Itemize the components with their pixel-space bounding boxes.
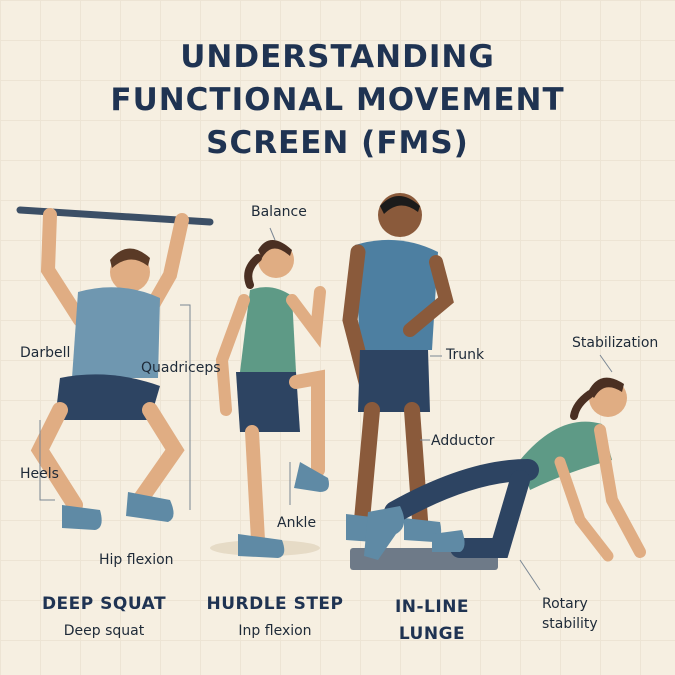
exercise-subtitle-deep-squat: Deep squat (63, 623, 145, 639)
label-balance: Balance (251, 204, 307, 220)
hurdle-step-figure (210, 240, 329, 558)
page-title: UNDERSTANDING FUNCTIONAL MOVEMENT SCREEN… (0, 36, 675, 165)
exercise-name-hurdle-step: HURDLE STEP (206, 594, 344, 614)
exercise-name-in-line-lunge: IN-LINE LUNGE (394, 597, 470, 644)
rotary-stability-figure (364, 377, 646, 562)
leader-lines (39, 227, 613, 591)
label-adductor: Adductor (431, 433, 495, 449)
exercise-name-deep-squat: DEEP SQUAT (41, 594, 167, 614)
exercise-subtitle-hurdle-step: Inp flexion (238, 623, 312, 639)
label-darbell: Darbell (20, 345, 71, 361)
label-hip-flexion: Hip flexion (99, 552, 174, 568)
label-rotary-stability: Rotary stability (542, 596, 598, 632)
title-line-2: FUNCTIONAL MOVEMENT (110, 82, 565, 118)
label-stabilization: Stabilization (572, 335, 659, 351)
title-line-3: SCREEN (FMS) (206, 125, 469, 161)
in-line-lunge-figure (342, 193, 498, 570)
label-heels: Heels (20, 466, 59, 482)
label-ankle: Ankle (277, 515, 317, 531)
label-quadriceps: Quadriceps (141, 360, 221, 376)
title-line-1: UNDERSTANDING (180, 39, 495, 75)
label-trunk: Trunk (446, 347, 485, 363)
